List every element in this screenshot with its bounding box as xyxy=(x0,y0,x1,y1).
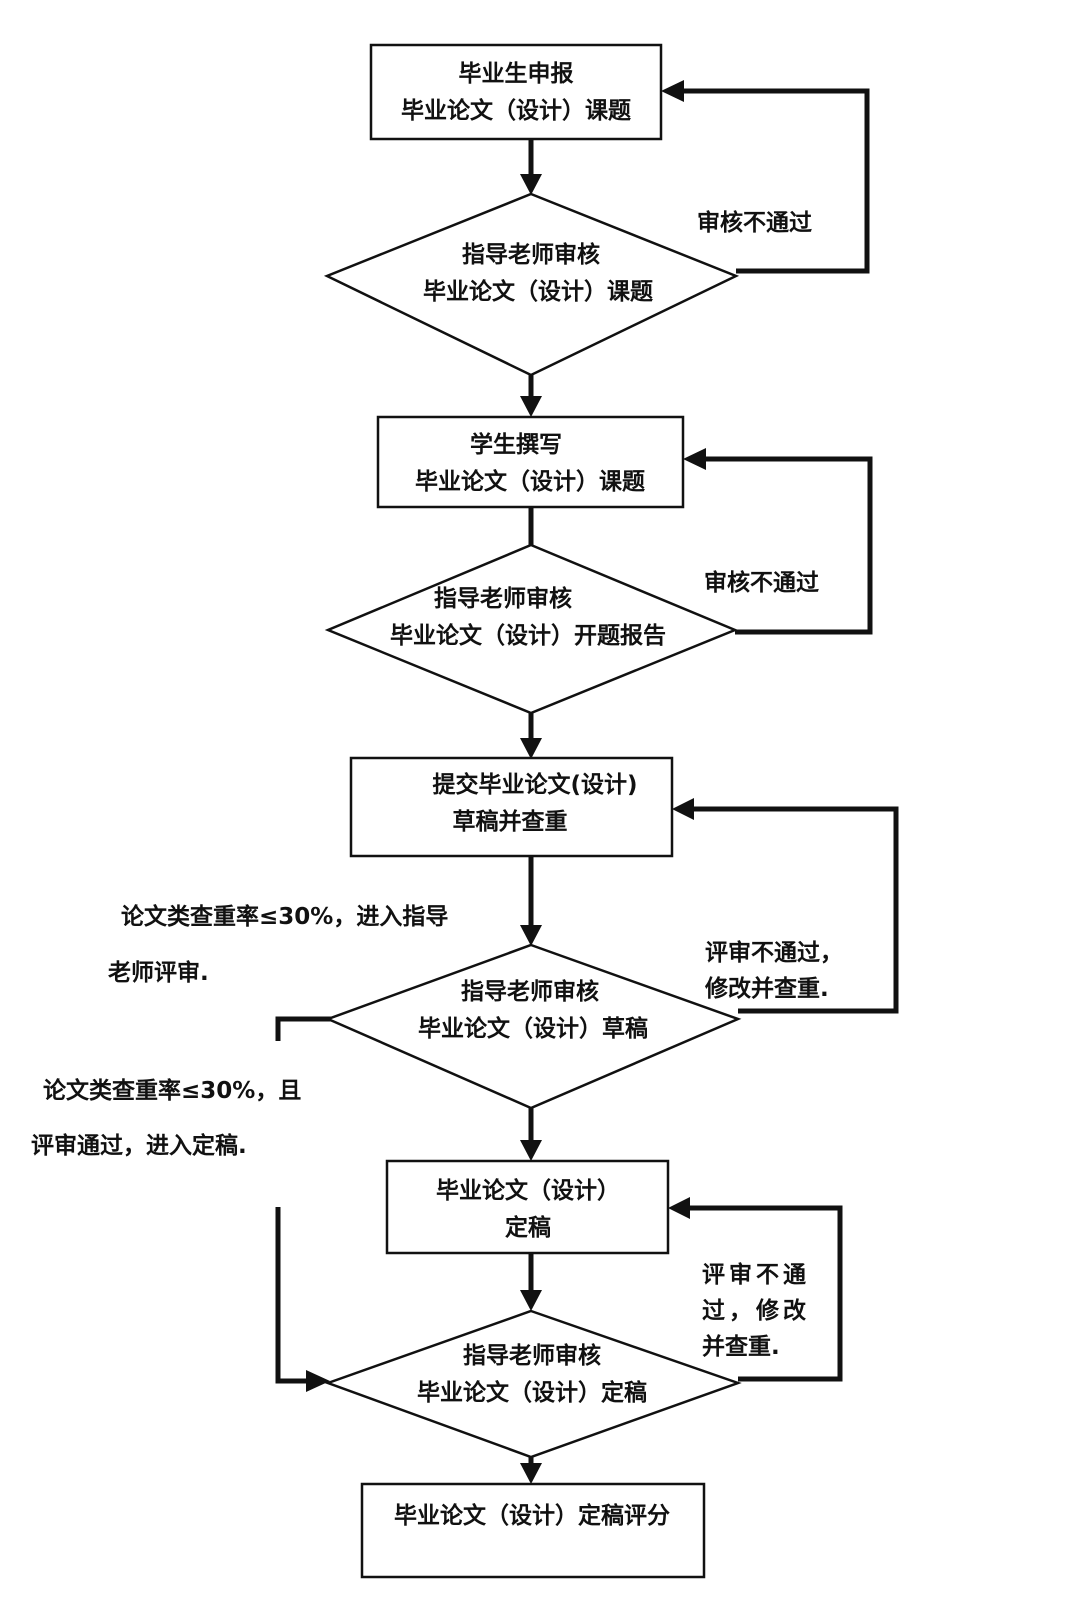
node-text: 学生撰写 xyxy=(470,431,562,458)
arrowhead-down-icon xyxy=(520,396,542,417)
node-dia4: 指导老师审核 毕业论文（设计）定稿 xyxy=(324,1309,742,1459)
node-dia3: 指导老师审核 毕业论文（设计）草稿 xyxy=(324,943,742,1110)
edge-label-into-dia3: 论文类查重率≤30%，进入指导 xyxy=(121,903,448,930)
arrowhead-left-icon xyxy=(683,448,706,470)
arrowhead-down-icon xyxy=(520,1290,542,1311)
edge-loop4 xyxy=(686,1205,843,1382)
edge-label-loop2: 审核不通过 xyxy=(704,569,819,596)
edge-labels: 审核不通过 审核不通过 评审不通过， 修改并查重. 评审不通 过，修改 并查重.… xyxy=(31,209,843,1360)
arrowhead-left-icon xyxy=(661,80,684,102)
node-box4: 毕业论文（设计） 定稿 xyxy=(385,1159,670,1255)
node-box3: 提交毕业论文(设计) 草稿并查重 xyxy=(349,756,674,858)
node-text: 指导老师审核 xyxy=(461,978,599,1005)
arrowhead-down-icon xyxy=(520,1140,542,1161)
process-box xyxy=(385,1159,670,1255)
edge-loop2 xyxy=(702,456,873,635)
node-text: 指导老师审核 xyxy=(434,585,572,612)
node-text: 毕业论文（设计）开题报告 xyxy=(390,622,666,649)
arrowhead-down-icon xyxy=(520,738,542,759)
arrowhead-right-icon xyxy=(306,1370,330,1392)
edge-bypass-lower xyxy=(275,1207,312,1384)
arrowhead-down-icon xyxy=(520,174,542,195)
node-text: 定稿 xyxy=(505,1214,551,1241)
connectors xyxy=(275,80,899,1484)
node-text: 草稿并查重 xyxy=(453,808,568,835)
node-text: 指导老师审核 xyxy=(462,241,600,268)
node-box5: 毕业论文（设计）定稿评分 xyxy=(360,1482,706,1579)
node-text: 毕业论文（设计）定稿 xyxy=(417,1379,647,1406)
edge-label-loop4: 评审不通 xyxy=(702,1261,810,1288)
edge-label-loop1: 审核不通过 xyxy=(697,209,812,236)
node-box2: 学生撰写 毕业论文（设计）课题 xyxy=(376,415,685,509)
node-text: 指导老师审核 xyxy=(463,1342,601,1369)
edge-label-bypass: 论文类查重率≤30%，且 xyxy=(43,1077,301,1104)
edge-label-loop3: 修改并查重. xyxy=(704,975,829,1002)
node-text: 毕业论文（设计）课题 xyxy=(401,97,631,124)
node-text: 毕业论文（设计）草稿 xyxy=(418,1015,648,1042)
edge-label-loop4: 过，修改 xyxy=(702,1297,810,1324)
edge-label-loop3: 评审不通过， xyxy=(705,939,843,966)
decision-diamond xyxy=(324,943,742,1110)
node-text: 毕业论文（设计） xyxy=(436,1177,620,1204)
node-text: 毕业论文（设计）定稿评分 xyxy=(394,1502,670,1529)
decision-diamond xyxy=(324,1309,742,1459)
edge-label-loop4: 并查重. xyxy=(702,1333,780,1360)
process-box xyxy=(369,43,663,141)
arrowhead-down-icon xyxy=(520,925,542,946)
process-box xyxy=(376,415,685,509)
edge-label-bypass: 评审通过，进入定稿. xyxy=(31,1132,247,1159)
edge-loop1 xyxy=(680,88,870,274)
node-box1: 毕业生申报 毕业论文（设计）课题 xyxy=(369,43,663,141)
process-box xyxy=(360,1482,706,1579)
edge-label-into-dia3: 老师评审. xyxy=(107,959,209,986)
node-dia1: 指导老师审核 毕业论文（设计）课题 xyxy=(323,192,740,377)
node-text: 毕业论文（设计）课题 xyxy=(423,278,653,305)
node-dia2: 指导老师审核 毕业论文（设计）开题报告 xyxy=(324,543,739,715)
node-text: 提交毕业论文(设计) xyxy=(432,771,637,798)
decision-diamond xyxy=(324,543,739,715)
arrowhead-left-icon xyxy=(668,1197,690,1219)
arrowhead-down-icon xyxy=(520,1463,542,1484)
edge-loop3 xyxy=(690,806,899,1014)
arrowhead-left-icon xyxy=(672,798,694,820)
process-box xyxy=(349,756,674,858)
node-text: 毕业生申报 xyxy=(459,60,574,87)
node-text: 毕业论文（设计）课题 xyxy=(415,468,645,495)
decision-diamond xyxy=(323,192,740,377)
